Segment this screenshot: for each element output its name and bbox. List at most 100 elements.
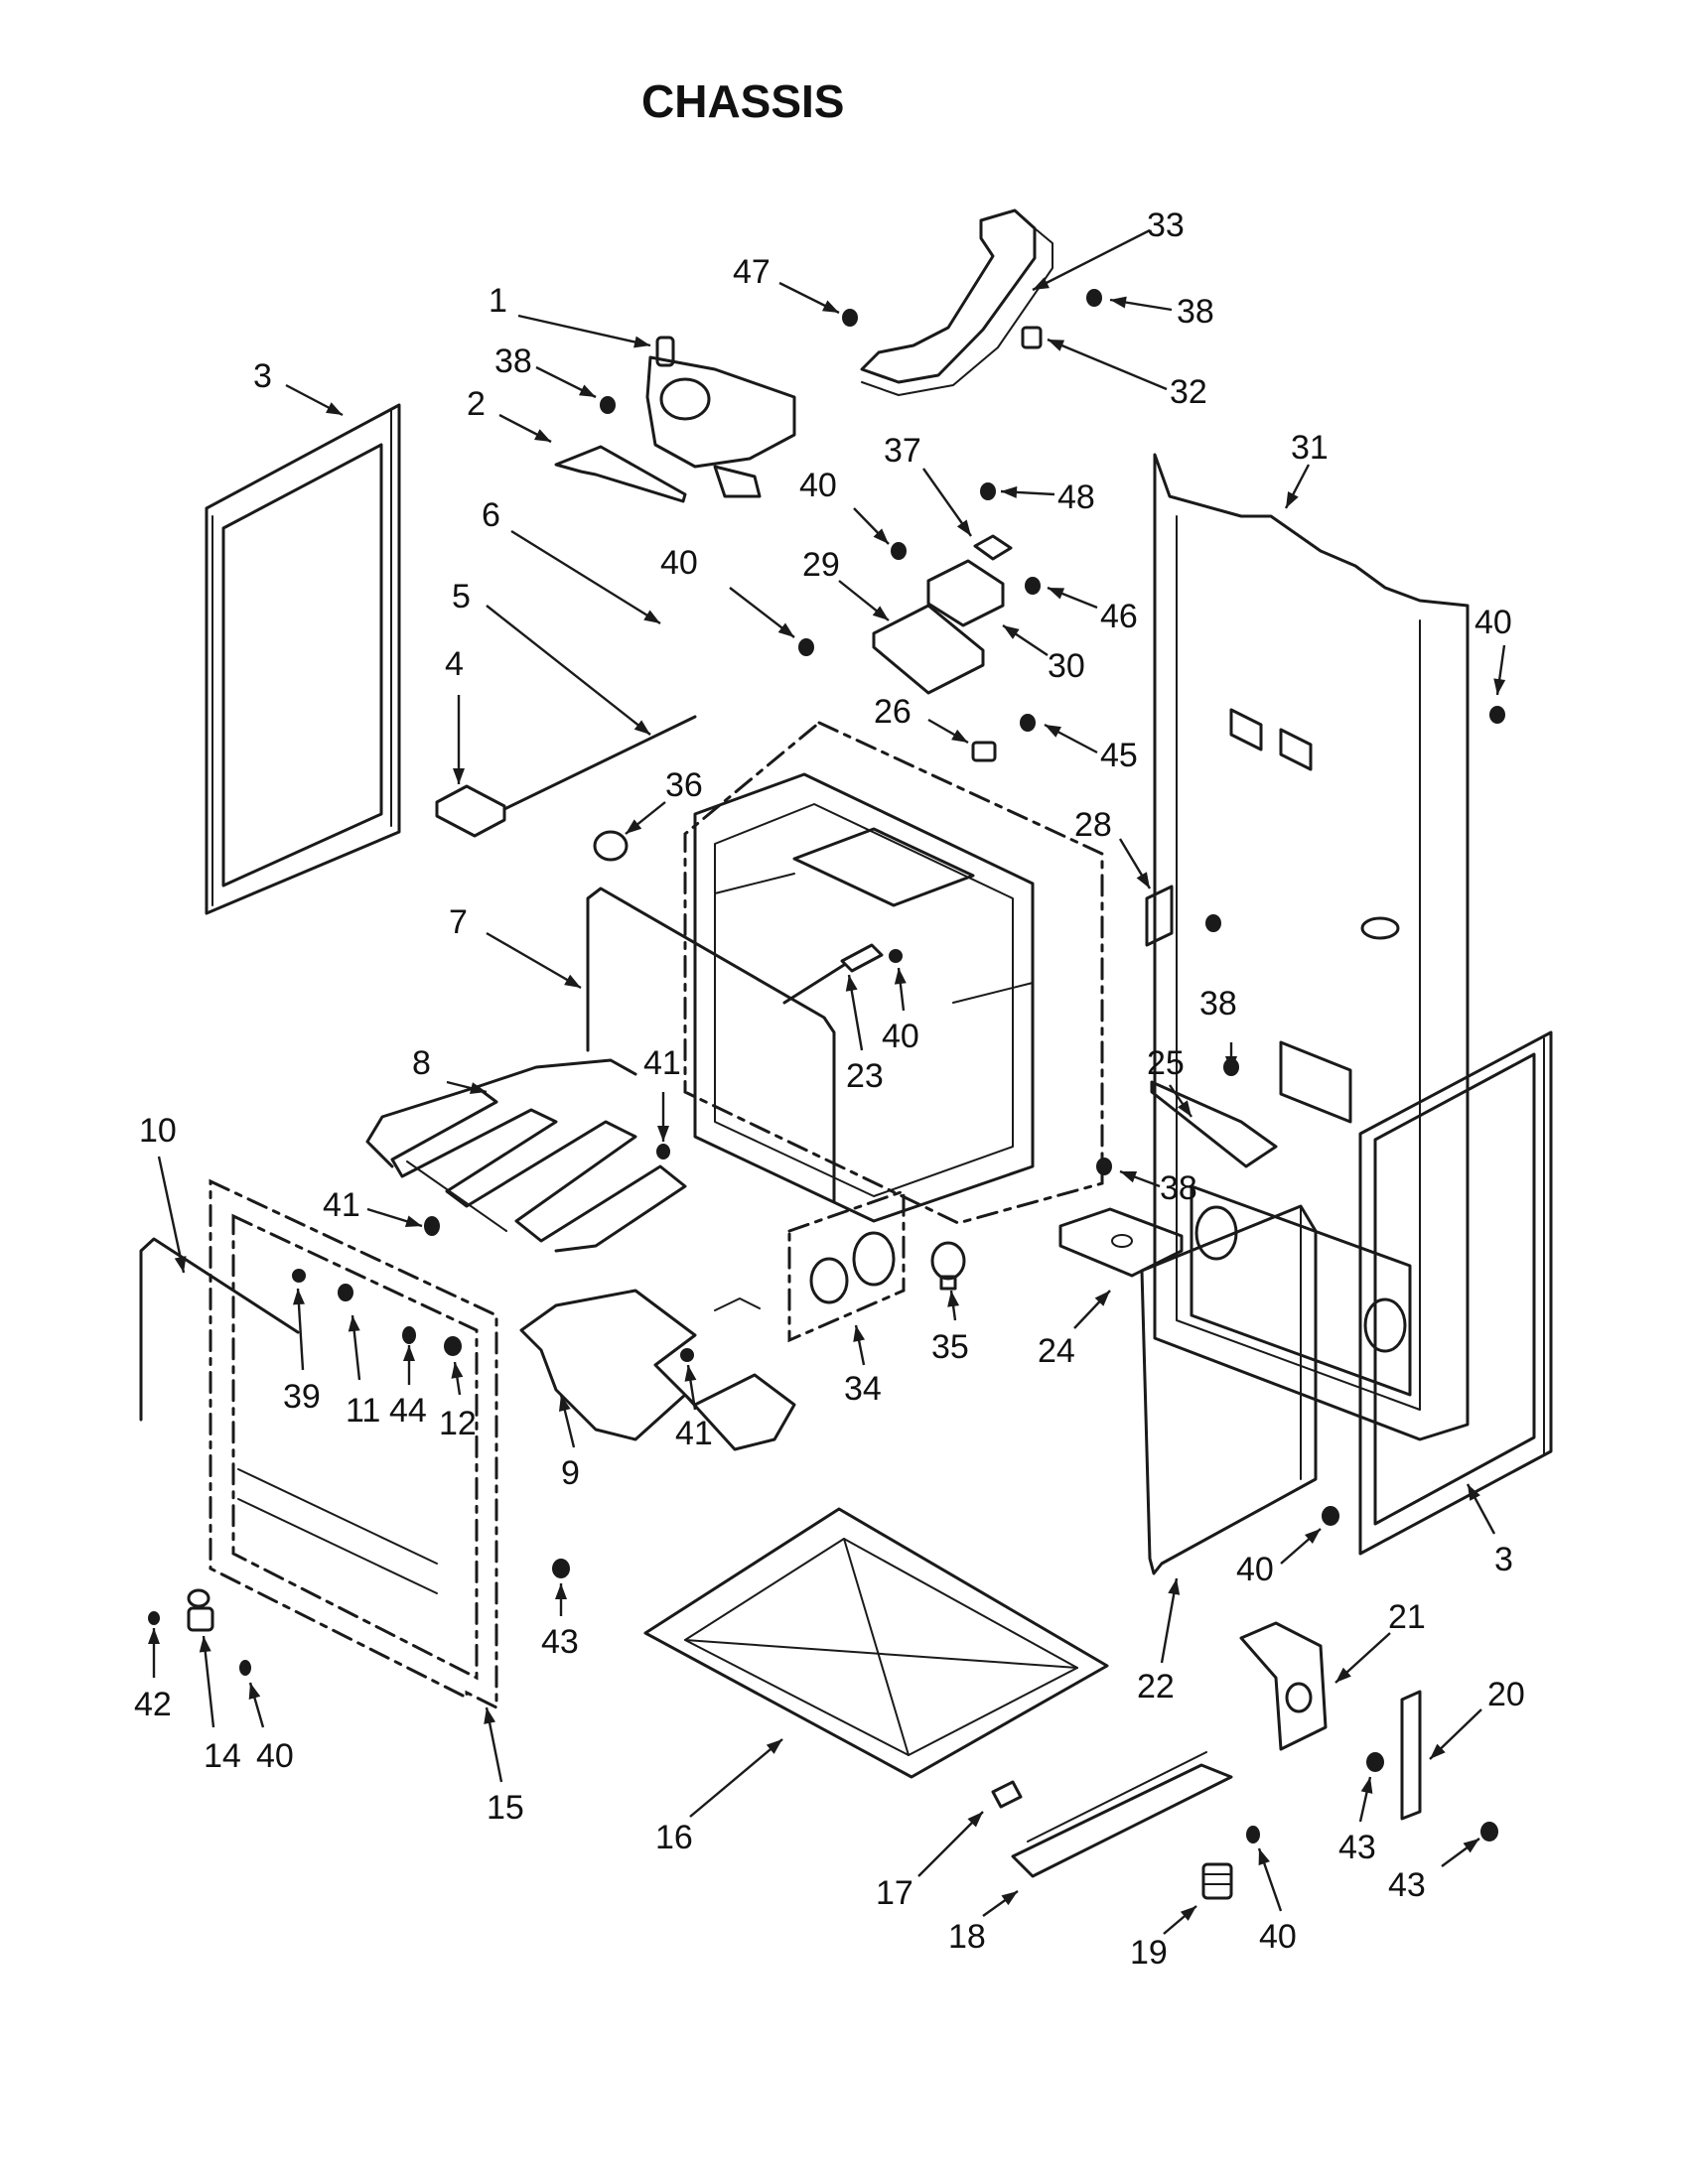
part-side-panel-right — [1358, 1030, 1553, 1556]
leader-arrowhead — [1094, 1291, 1110, 1306]
callout-39: 39 — [283, 1288, 321, 1416]
callout-label: 5 — [452, 578, 471, 615]
callout-label: 3 — [253, 357, 272, 395]
callout-43-b: 43 — [1338, 1776, 1376, 1866]
leader-arrowhead — [1120, 1171, 1138, 1183]
callout-label: 4 — [445, 645, 464, 683]
callout-8: 8 — [412, 1044, 488, 1094]
part-bracket-25 — [1150, 1080, 1278, 1168]
callout-15: 15 — [484, 1706, 524, 1827]
leader-arrowhead — [873, 528, 889, 544]
leader-arrowhead — [894, 968, 907, 985]
callout-label: 40 — [1259, 1918, 1297, 1956]
callout-24: 24 — [1038, 1290, 1111, 1370]
callout-label: 6 — [482, 496, 500, 534]
callout-40-f: 40 — [248, 1682, 294, 1775]
callout-label: 40 — [256, 1737, 294, 1775]
callout-43-c: 43 — [1388, 1838, 1480, 1904]
page-title: CHASSIS — [641, 75, 844, 127]
leader-arrowhead — [174, 1256, 187, 1273]
callout-38-top-left: 38 — [494, 342, 597, 399]
callout-label: 22 — [1137, 1668, 1175, 1706]
callout-label: 12 — [439, 1405, 477, 1442]
leader-arrowhead — [1360, 1777, 1373, 1794]
leader-arrowhead — [292, 1289, 305, 1305]
callout-label: 36 — [665, 766, 703, 804]
callout-17: 17 — [876, 1811, 984, 1912]
callout-3-right: 3 — [1466, 1483, 1513, 1578]
leader-arrowhead — [657, 1126, 669, 1142]
callout-label: 38 — [1177, 293, 1214, 331]
callout-32: 32 — [1047, 338, 1207, 411]
leader-arrowhead — [579, 384, 596, 397]
leader-arrowhead — [348, 1315, 360, 1332]
leader-arrowhead — [555, 1583, 567, 1599]
callout-26: 26 — [874, 693, 969, 745]
callout-29: 29 — [802, 546, 890, 621]
callout-23: 23 — [845, 974, 884, 1095]
callout-label: 40 — [1474, 604, 1512, 641]
callout-10: 10 — [139, 1112, 187, 1274]
leader-arrowhead — [1048, 588, 1065, 600]
callout-label: 14 — [204, 1737, 241, 1775]
callout-label: 19 — [1130, 1934, 1168, 1972]
part-leveling-leg — [1201, 1862, 1233, 1900]
leader-arrowhead — [1430, 1743, 1446, 1759]
callout-38-mid: 38 — [1199, 985, 1237, 1072]
leader-arrowhead — [1001, 485, 1018, 498]
callout-label: 30 — [1048, 647, 1085, 685]
callout-label: 40 — [660, 544, 698, 582]
part-clip-17 — [991, 1780, 1023, 1809]
leader-arrowhead — [1001, 1891, 1018, 1906]
callout-38-top-right: 38 — [1109, 293, 1214, 331]
callout-label: 37 — [884, 432, 921, 470]
callout-label: 43 — [1338, 1829, 1376, 1866]
part-vent-duct — [860, 208, 1053, 396]
leader-arrowhead — [853, 1325, 866, 1342]
leader-arrowhead — [1258, 1848, 1270, 1866]
callout-38-lower: 38 — [1119, 1169, 1197, 1207]
part-hinge-14 — [187, 1588, 214, 1632]
callout-label: 35 — [931, 1328, 969, 1366]
leader-arrowhead — [1177, 1100, 1192, 1117]
leader-arrowhead — [766, 1739, 782, 1754]
callout-44: 44 — [389, 1345, 427, 1430]
part-rear-panel — [1153, 453, 1470, 1441]
callout-label: 7 — [449, 903, 468, 941]
part-clip-32 — [1021, 326, 1043, 349]
part-plate-24 — [1058, 1207, 1184, 1278]
callout-label: 48 — [1057, 478, 1095, 516]
callout-label: 16 — [655, 1819, 693, 1856]
callout-31: 31 — [1284, 429, 1329, 509]
callout-40-g: 40 — [1257, 1847, 1297, 1956]
leader-arrowhead — [148, 1628, 160, 1644]
callout-label: 26 — [874, 693, 912, 731]
callout-label: 17 — [876, 1874, 913, 1912]
callout-label: 15 — [487, 1789, 524, 1827]
callout-label: 10 — [139, 1112, 177, 1150]
leader-arrowhead — [633, 720, 650, 735]
callout-label: 47 — [733, 253, 771, 291]
callout-label: 34 — [844, 1370, 882, 1408]
callout-label: 40 — [882, 1018, 919, 1055]
part-control-box — [645, 355, 796, 498]
callout-7: 7 — [449, 903, 582, 990]
leader-arrowhead — [1033, 277, 1050, 290]
callout-47: 47 — [733, 253, 840, 315]
callout-label: 31 — [1291, 429, 1329, 467]
leader-arrowhead — [558, 1395, 571, 1412]
callout-4: 4 — [445, 645, 465, 784]
callout-label: 25 — [1147, 1044, 1185, 1082]
part-switch-26 — [971, 741, 997, 762]
leader-arrowhead — [1168, 1578, 1181, 1595]
callout-45: 45 — [1044, 723, 1138, 774]
leader-arrowhead — [845, 975, 858, 992]
leader-arrowhead — [967, 1812, 983, 1828]
fastener-screws — [148, 289, 1505, 1843]
callout-11: 11 — [346, 1314, 380, 1430]
leader-arrowhead — [1335, 1667, 1351, 1683]
callout-36: 36 — [625, 766, 703, 835]
callout-25: 25 — [1147, 1044, 1193, 1118]
callout-label: 28 — [1074, 806, 1112, 844]
leader-arrowhead — [1225, 1056, 1237, 1072]
